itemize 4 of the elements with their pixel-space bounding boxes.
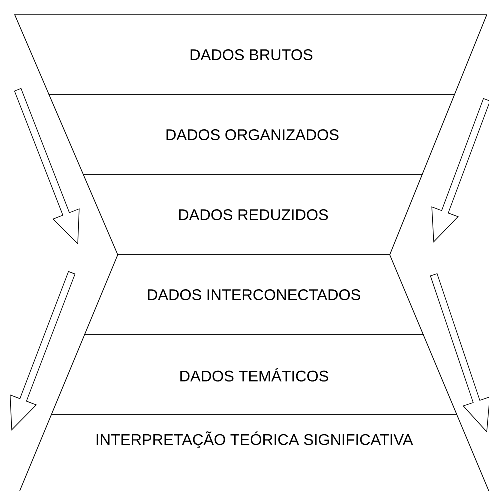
funnel-band: INTERPRETAÇÃO TEÓRICA SIGNIFICATIVA: [20, 414, 489, 491]
funnel-band: DADOS ORGANIZADOS: [48, 94, 456, 176]
funnel-band: DADOS REDUZIDOS: [83, 174, 423, 256]
funnel-band: DADOS INTERCONECTADOS: [84, 254, 424, 336]
